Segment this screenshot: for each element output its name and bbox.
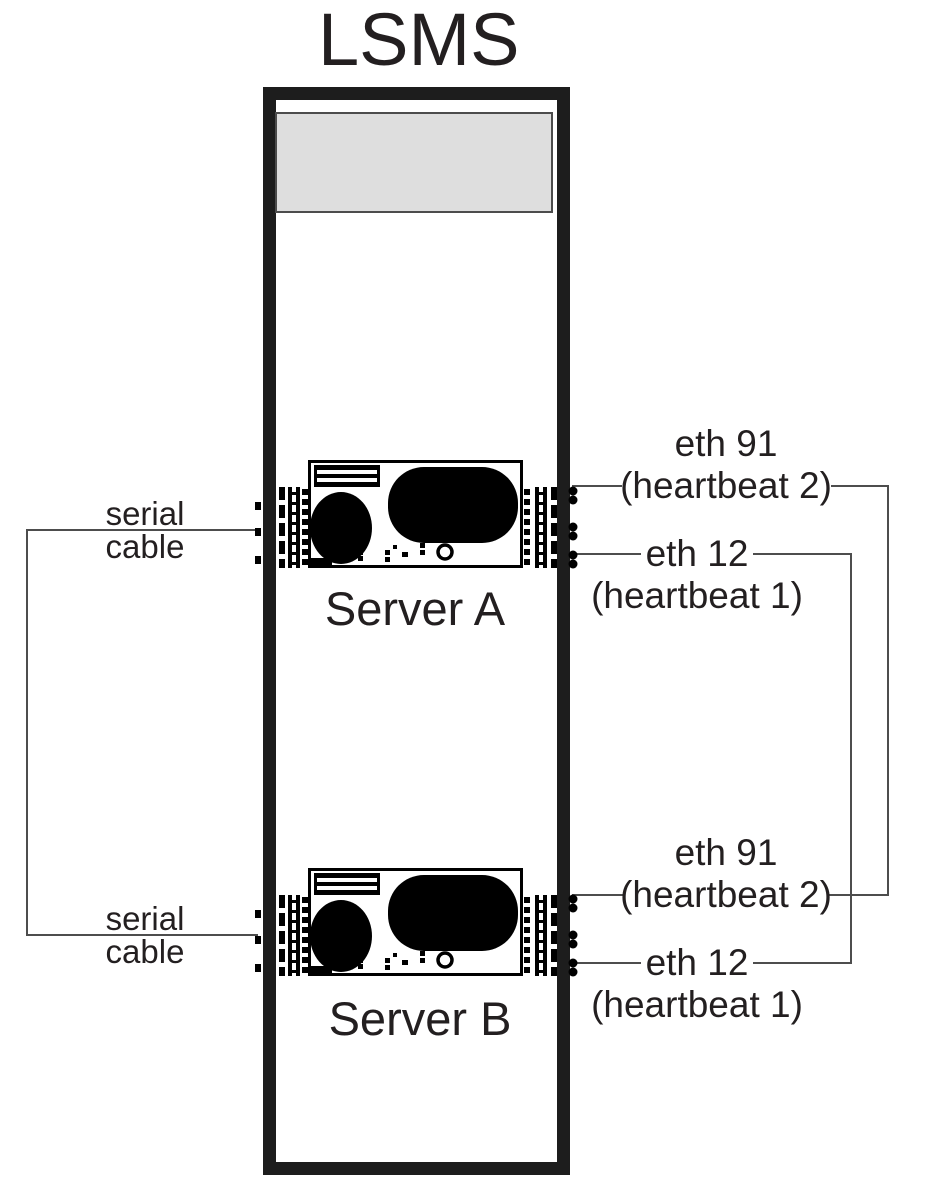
port-eth12-b-name: eth 12	[645, 942, 749, 983]
serial-cable-label-b: serial cable	[60, 902, 230, 968]
blank-panel	[275, 112, 553, 213]
server-a-unit	[254, 458, 582, 572]
heartbeat1-line-right	[753, 553, 852, 964]
port-eth12-b-desc: (heartbeat 1)	[591, 984, 803, 1025]
serial-cable-line	[26, 529, 258, 936]
heartbeat2-line-right	[827, 485, 889, 896]
serial-cable-label-b-line1: serial	[105, 900, 185, 937]
port-eth91-b-desc: (heartbeat 2)	[620, 874, 832, 915]
port-label-eth12-b: eth 12 (heartbeat 1)	[547, 942, 847, 1026]
serial-cable-label-a-line2: cable	[105, 528, 185, 565]
server-b-label: Server B	[328, 992, 512, 1045]
diagram-title: LSMS	[318, 0, 520, 81]
port-label-eth12-a: eth 12 (heartbeat 1)	[547, 533, 847, 617]
rack-frame	[263, 87, 570, 1175]
serial-cable-label-a-line1: serial	[105, 495, 185, 532]
serial-cable-label-a: serial cable	[60, 497, 230, 563]
serial-cable-label-b-line2: cable	[105, 933, 185, 970]
port-eth91-b-name: eth 91	[674, 832, 778, 873]
port-label-eth91-b: eth 91 (heartbeat 2)	[576, 832, 876, 916]
port-eth12-a-desc: (heartbeat 1)	[591, 575, 803, 616]
server-b-unit	[254, 866, 582, 980]
port-eth91-a-name: eth 91	[674, 423, 778, 464]
port-label-eth91-a: eth 91 (heartbeat 2)	[576, 423, 876, 507]
port-eth12-a-name: eth 12	[645, 533, 749, 574]
server-a-label: Server A	[324, 582, 506, 635]
port-eth91-a-desc: (heartbeat 2)	[620, 465, 832, 506]
